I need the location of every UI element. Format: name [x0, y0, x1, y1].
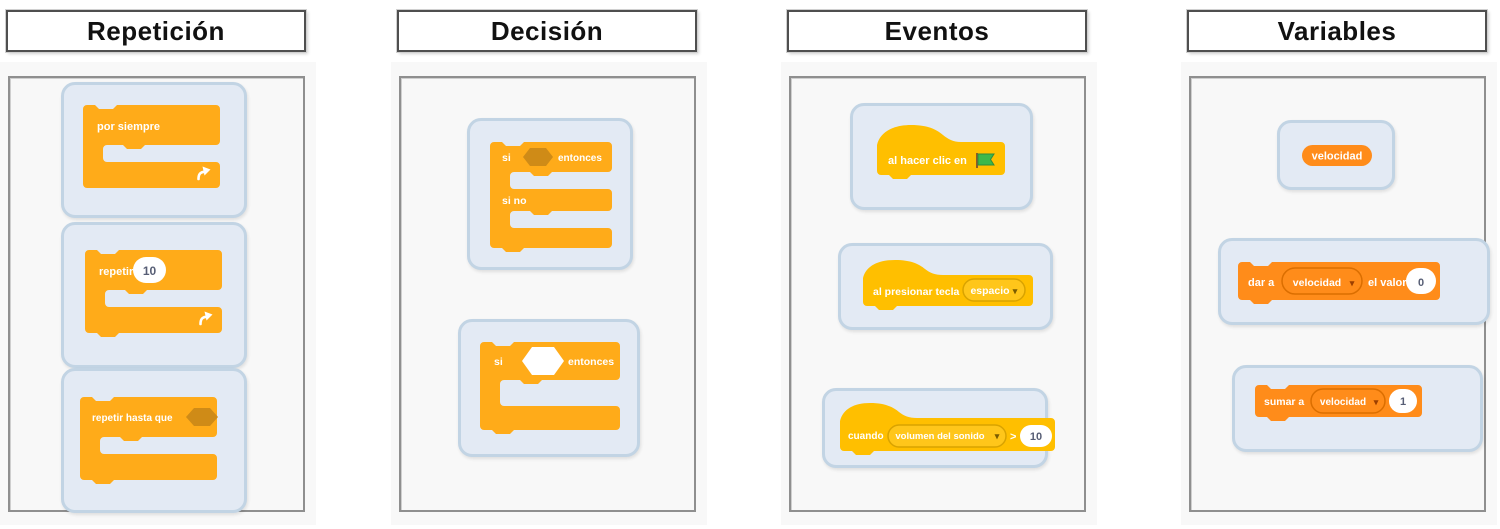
dropdown-value: velocidad: [1293, 277, 1341, 289]
panel-title-box: Decisión: [397, 10, 697, 52]
if-label: si: [502, 152, 511, 164]
variable-dropdown[interactable]: [1281, 267, 1363, 295]
loop-arrow-icon: [199, 311, 213, 326]
sensor-dropdown[interactable]: [887, 424, 1007, 448]
green-flag-icon: [976, 153, 995, 168]
block-set-variable[interactable]: dar a velocidad ▾ el valor 0: [1238, 262, 1444, 306]
variable-dropdown[interactable]: [1310, 388, 1386, 414]
number-value: 0: [1418, 277, 1424, 289]
block-forever-body[interactable]: [83, 105, 220, 188]
block-if-else-body[interactable]: [490, 142, 612, 252]
number-input[interactable]: [1389, 389, 1417, 413]
else-label: si no: [502, 195, 527, 207]
hat-body[interactable]: [877, 125, 1005, 179]
panel-repeticion: Repetición por siempre repetir 10: [0, 0, 316, 529]
then-label: entonces: [558, 153, 602, 164]
dropdown-value: espacio: [970, 285, 1009, 297]
dropdown-value: velocidad: [1320, 397, 1366, 408]
block-label: sumar a: [1264, 396, 1304, 408]
block-label: cuando: [848, 431, 884, 442]
panel-frame: [789, 76, 1086, 512]
key-dropdown[interactable]: [962, 278, 1026, 302]
block-when-flag-clicked[interactable]: al hacer clic en: [877, 125, 1009, 181]
block-repeat-body[interactable]: [85, 250, 222, 337]
variable-pill[interactable]: [1302, 145, 1372, 166]
number-input[interactable]: [1406, 268, 1436, 294]
number-input[interactable]: [1020, 425, 1052, 447]
panel-title: Repetición: [87, 15, 225, 46]
block-label: repetir hasta que: [92, 413, 173, 424]
block-label: por siempre: [97, 121, 160, 133]
number-value: 1: [1400, 396, 1406, 408]
block-if[interactable]: si entonces: [480, 342, 624, 436]
block-label: dar a: [1248, 277, 1275, 289]
block-change-variable[interactable]: sumar a velocidad ▾ 1: [1255, 385, 1426, 423]
block-variable-reporter[interactable]: velocidad: [1301, 144, 1373, 167]
panel-title: Eventos: [884, 15, 990, 46]
panel-decision: Decisión si entonces si no si entonces: [391, 0, 707, 529]
panel-title-box: Eventos: [787, 10, 1087, 52]
block-label-2: el valor: [1368, 277, 1407, 289]
panel-title: Variables: [1277, 15, 1397, 46]
block-when-loudness-greater[interactable]: cuando volumen del sonido ▾ > 10: [840, 403, 1059, 457]
panel-title-box: Variables: [1187, 10, 1487, 52]
caret-down-icon: ▾: [1012, 286, 1018, 296]
panel-title: Decisión: [490, 15, 604, 46]
panel-frame: [399, 76, 696, 512]
number-value: 10: [1030, 431, 1042, 443]
boolean-slot[interactable]: [522, 347, 564, 375]
number-input[interactable]: [133, 257, 166, 283]
caret-down-icon: ▾: [1349, 278, 1355, 288]
operator-label: >: [1010, 431, 1016, 443]
variable-name: velocidad: [1312, 151, 1363, 163]
block-repeat-until-body[interactable]: [80, 397, 217, 484]
dropdown-value: volumen del sonido: [895, 431, 984, 442]
then-label: entonces: [568, 356, 614, 368]
caret-down-icon: ▾: [1373, 397, 1379, 407]
panel-eventos: Eventos al hacer clic en al presionar te…: [781, 0, 1097, 529]
block-forever[interactable]: por siempre: [83, 105, 221, 189]
block-label: repetir: [99, 266, 134, 278]
if-label: si: [494, 356, 503, 368]
block-when-key-pressed[interactable]: al presionar tecla espacio ▾: [863, 260, 1037, 312]
block-label: al presionar tecla: [873, 286, 960, 298]
loop-arrow-icon: [197, 166, 211, 181]
block-if-else[interactable]: si entonces si no: [490, 142, 616, 254]
block-repeat[interactable]: repetir 10: [85, 250, 223, 342]
block-label: al hacer clic en: [888, 155, 967, 167]
block-if-body[interactable]: [480, 342, 620, 434]
boolean-slot[interactable]: [523, 148, 553, 166]
caret-down-icon: ▾: [994, 431, 1000, 441]
panel-title-box: Repetición: [6, 10, 306, 52]
boolean-slot[interactable]: [186, 408, 218, 426]
panel-variables: Variables velocidad dar a velocidad ▾ el…: [1181, 0, 1497, 529]
number-value: 10: [143, 264, 157, 278]
block-repeat-until[interactable]: repetir hasta que: [80, 397, 218, 489]
